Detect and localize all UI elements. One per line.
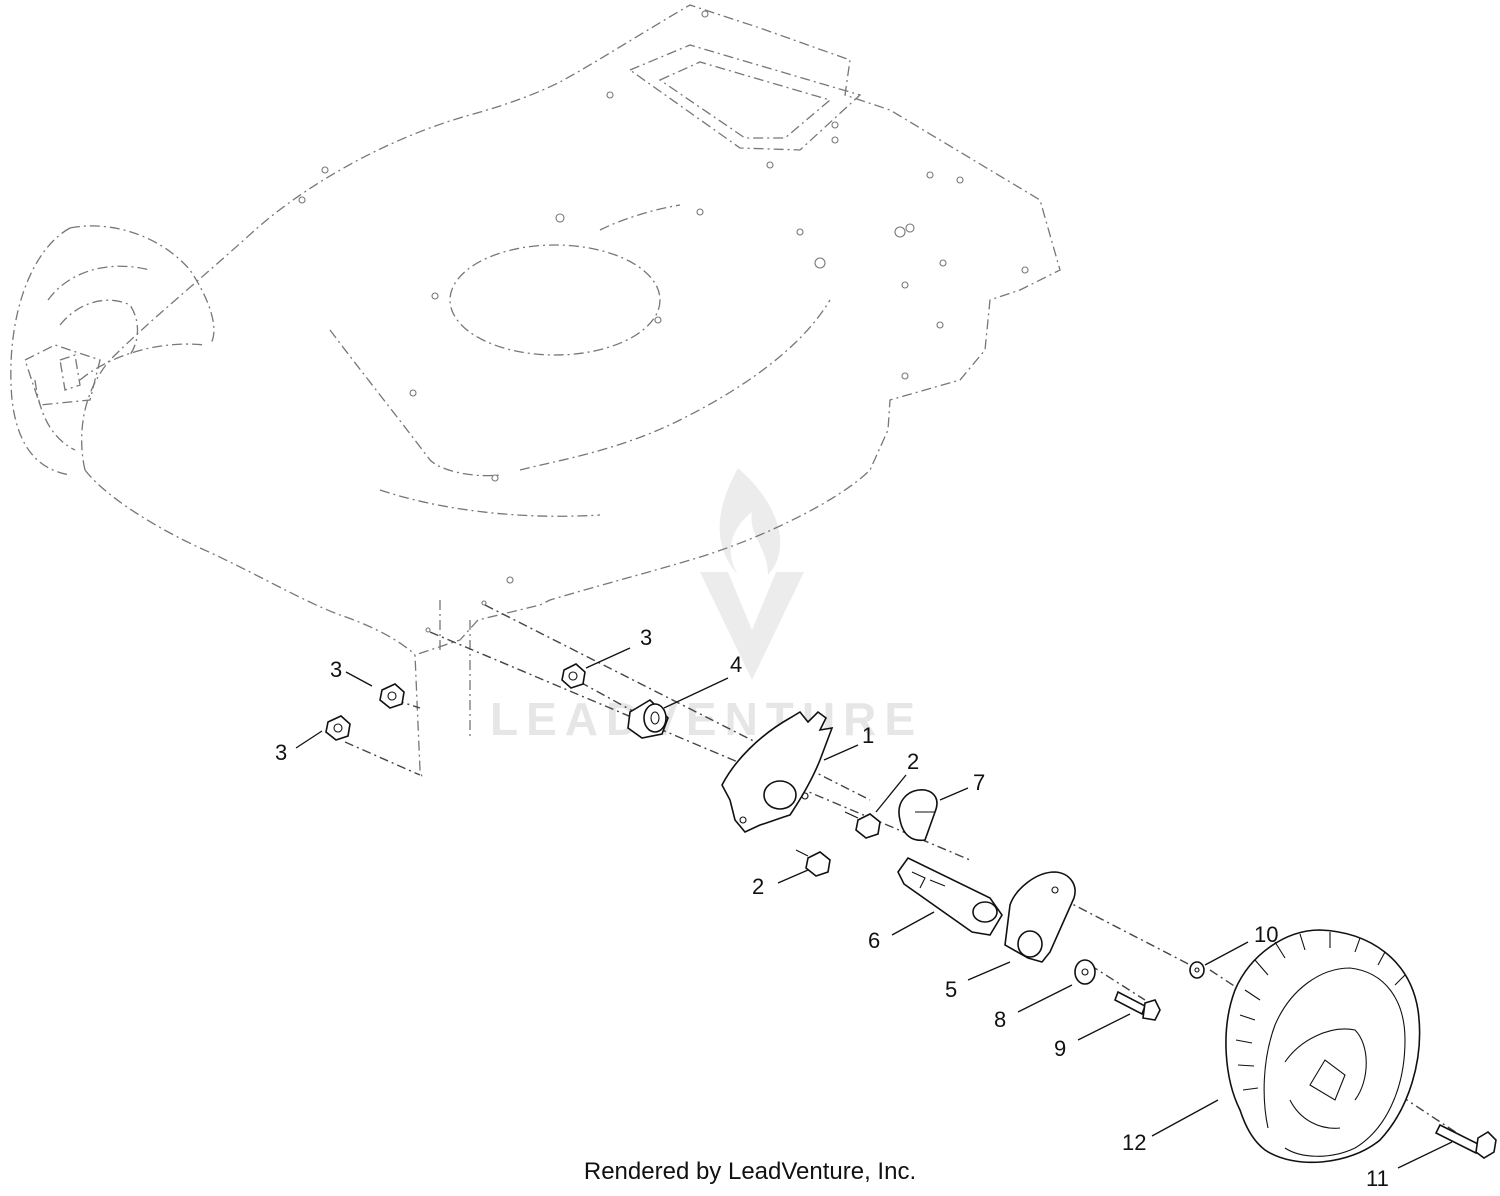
watermark-flame-icon bbox=[719, 468, 781, 575]
height-adjust-bracket-part-1[interactable] bbox=[721, 710, 834, 833]
axle-bolt-part-11[interactable] bbox=[1434, 1123, 1497, 1159]
adjuster-arm-part-6[interactable] bbox=[897, 856, 1003, 936]
callout-10: 10 bbox=[1254, 922, 1278, 947]
callout-2-upper: 2 bbox=[907, 749, 919, 774]
shoulder-bolt-part-9[interactable] bbox=[1114, 990, 1161, 1021]
front-wheel-ghost bbox=[10, 225, 215, 476]
callout-1: 1 bbox=[862, 723, 874, 748]
callout-11: 11 bbox=[1366, 1166, 1389, 1191]
callout-5: 5 bbox=[945, 977, 957, 1002]
callout-leaders bbox=[295, 647, 1453, 1169]
callout-7: 7 bbox=[973, 770, 985, 795]
hex-nut-part-3[interactable] bbox=[379, 683, 405, 709]
mower-deck-outline bbox=[81, 4, 1061, 781]
washer-part-8[interactable] bbox=[1074, 959, 1096, 985]
watermark-v-icon bbox=[700, 572, 804, 680]
callout-3-upper: 3 bbox=[640, 625, 652, 650]
bolt-part-2[interactable] bbox=[844, 811, 881, 839]
callout-8: 8 bbox=[994, 1007, 1006, 1032]
callout-12: 12 bbox=[1122, 1130, 1146, 1155]
callout-3-lower: 3 bbox=[275, 740, 287, 765]
callout-9: 9 bbox=[1054, 1036, 1066, 1061]
footer-credit-text: Rendered by LeadVenture, Inc. bbox=[583, 1158, 917, 1185]
callout-labels: 3 3 3 4 1 2 7 2 6 5 8 9 10 12 11 bbox=[275, 625, 1389, 1191]
footer-credit: Rendered by LeadVenture, Inc. bbox=[0, 1158, 1500, 1186]
callout-3-left: 3 bbox=[330, 657, 342, 682]
leadventure-watermark: LEADVENTURE bbox=[490, 468, 923, 745]
bolt-part-2-lower[interactable] bbox=[795, 849, 831, 877]
hex-nut-part-3-upper[interactable] bbox=[561, 663, 586, 689]
watermark-text: LEADVENTURE bbox=[490, 693, 923, 745]
callout-4: 4 bbox=[730, 652, 742, 677]
bushing-part-4[interactable] bbox=[627, 698, 669, 739]
rear-wheel-part-12[interactable] bbox=[1225, 929, 1421, 1164]
callout-6: 6 bbox=[868, 928, 880, 953]
adjuster-knob-part-7[interactable] bbox=[898, 789, 938, 842]
hex-nut-part-3-lower[interactable] bbox=[325, 715, 351, 741]
washer-part-10[interactable] bbox=[1189, 961, 1205, 979]
pivot-plate-part-5[interactable] bbox=[1004, 871, 1076, 963]
callout-2-lower: 2 bbox=[752, 874, 764, 899]
